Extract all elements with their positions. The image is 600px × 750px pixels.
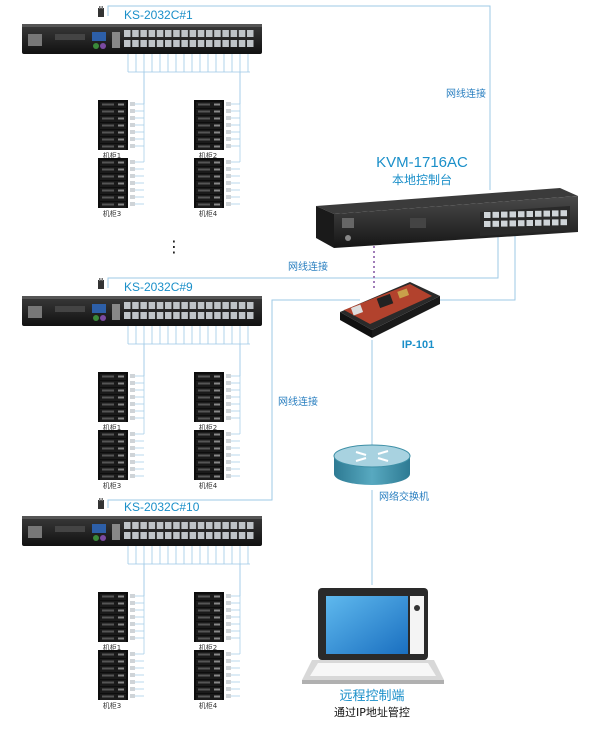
power-plug-icon bbox=[98, 498, 104, 509]
cabinet-label: 机柜2 bbox=[199, 643, 217, 652]
kvm-desc-label: 本地控制台 bbox=[392, 172, 452, 187]
power-plug-icon bbox=[98, 6, 104, 17]
cabinet-label: 机柜1 bbox=[103, 423, 121, 432]
net-link-label-mid: 网线连接 bbox=[288, 260, 328, 273]
net-link-label-top: 网线连接 bbox=[446, 87, 486, 100]
ip-module-board: IP-101 bbox=[340, 282, 440, 351]
switch-10-cabinet-1: 机柜1 bbox=[98, 564, 145, 652]
kvm-console-unit: KVM-1716AC 本地控制台 bbox=[316, 154, 578, 248]
remote-laptop: 远程控制端 通过IP地址管控 bbox=[302, 588, 444, 719]
switch-1-cabinet-3: 机柜3 bbox=[98, 72, 145, 218]
switch-9-block: KS-2032C#9 机柜1 机柜2 机柜3 机柜4 bbox=[22, 278, 262, 490]
switch-10-cabinet-2: 机柜2 bbox=[194, 564, 241, 652]
switch-10-block: KS-2032C#10 机柜1 机柜2 机柜3 机柜4 bbox=[22, 498, 262, 710]
net-link-label-low: 网线连接 bbox=[278, 395, 318, 408]
network-switch-label: 网络交换机 bbox=[379, 490, 429, 503]
switch-10-label: KS-2032C#10 bbox=[124, 500, 200, 514]
switch-10-cabinet-3: 机柜3 bbox=[98, 564, 145, 710]
switch-10-cabinet-4: 机柜4 bbox=[194, 564, 241, 710]
switch-1-cabinet-4: 机柜4 bbox=[194, 72, 241, 218]
switch-1-cabinet-1: 机柜1 bbox=[98, 72, 145, 160]
cabinet-label: 机柜2 bbox=[199, 151, 217, 160]
connection-wires bbox=[107, 5, 516, 585]
switch-9-label: KS-2032C#9 bbox=[124, 280, 193, 294]
switch-1-block: KS-2032C#1 机柜1 机柜2 机柜3 机柜4 bbox=[22, 6, 262, 218]
switch-1-cabinet-2: 机柜2 bbox=[194, 72, 241, 160]
kvm-model-label: KVM-1716AC bbox=[376, 154, 468, 171]
wire-switch9-kvm bbox=[107, 236, 499, 288]
cabinet-label: 机柜3 bbox=[103, 701, 121, 710]
cabinet-label: 机柜1 bbox=[103, 151, 121, 160]
wire-kvm-ip bbox=[430, 236, 516, 301]
wire-switch10-ip bbox=[107, 299, 360, 508]
cabinet-label: 机柜3 bbox=[103, 481, 121, 490]
ip-module-label: IP-101 bbox=[402, 339, 434, 351]
cabinet-label: 机柜4 bbox=[199, 481, 218, 490]
cabinet-label: 机柜4 bbox=[199, 209, 218, 218]
switch-9-cabinet-1: 机柜1 bbox=[98, 344, 145, 432]
cabinet-label: 机柜2 bbox=[199, 423, 217, 432]
switch-9-cabinet-4: 机柜4 bbox=[194, 344, 241, 490]
wire-switch1-kvm bbox=[107, 5, 491, 190]
cabinet-label: 机柜1 bbox=[103, 643, 121, 652]
cabinet-label: 机柜4 bbox=[199, 701, 218, 710]
continuation-ellipsis: ⋮ bbox=[166, 237, 182, 256]
remote-sub-label: 通过IP地址管控 bbox=[334, 705, 410, 719]
power-plug-icon bbox=[98, 278, 104, 289]
remote-title-label: 远程控制端 bbox=[339, 688, 404, 703]
network-switch-device: 网络交换机 bbox=[333, 444, 429, 503]
switch-9-cabinet-3: 机柜3 bbox=[98, 344, 145, 490]
cabinet-label: 机柜3 bbox=[103, 209, 121, 218]
switch-1-label: KS-2032C#1 bbox=[124, 8, 193, 22]
switch-9-cabinet-2: 机柜2 bbox=[194, 344, 241, 432]
